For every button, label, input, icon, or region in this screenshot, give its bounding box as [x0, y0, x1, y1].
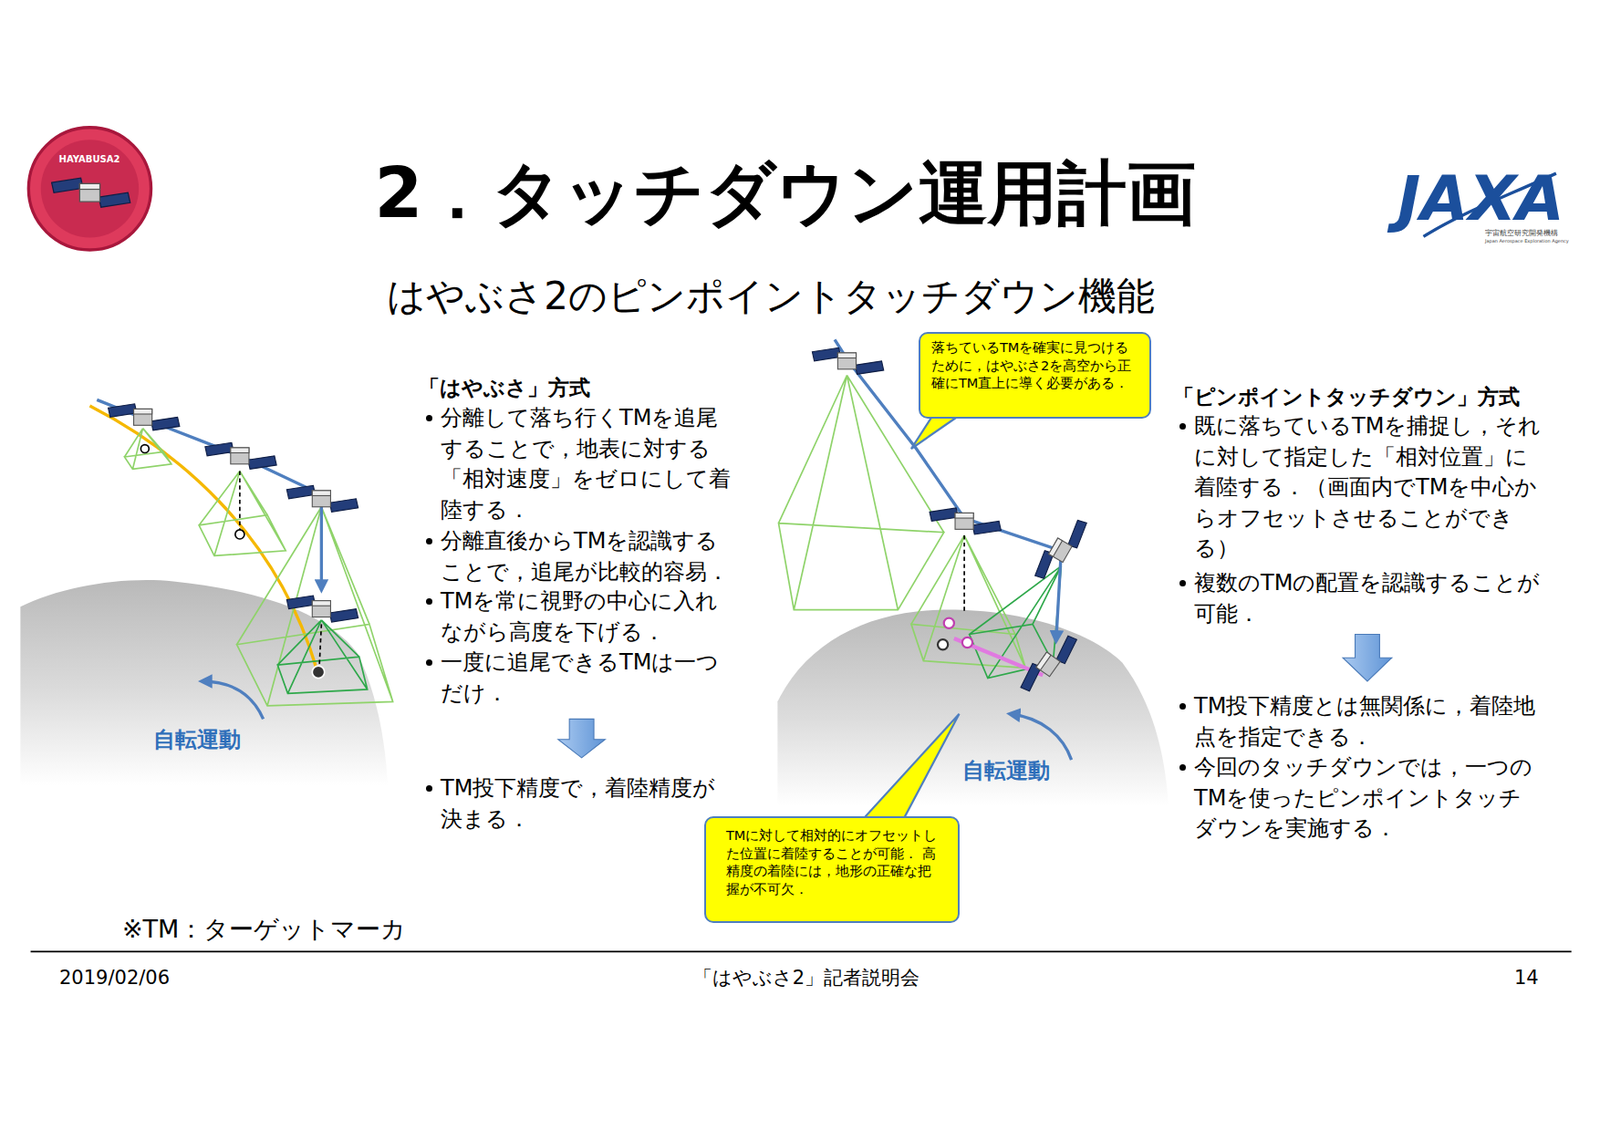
bullet-dot [1179, 764, 1186, 771]
section-heading: 「ピンポイントタッチダウン」方式 [1173, 382, 1557, 412]
spacecraft [286, 595, 358, 623]
bullet-text: 一度に追尾できるTMは一つだけ． [440, 647, 735, 709]
target-marker [235, 529, 245, 540]
rotation-arrow [201, 681, 263, 719]
callout-text: TMに対して相対的にオフセットした位置に着陸することが可能． 高精度の着陸には，… [726, 827, 938, 899]
logo-text: JAXA [1397, 155, 1565, 242]
bullet-dot [1179, 703, 1186, 710]
line-of-sight [239, 471, 322, 665]
camera-field [124, 428, 171, 470]
logo-text: HAYABUSA2 [43, 153, 136, 167]
result-arrow [1342, 634, 1393, 682]
bullet-text: 分離して落ち行くTMを追尾することで，地表に対する「相対速度」をゼロにして着陸す… [440, 403, 735, 526]
bullet-dot [1179, 423, 1186, 430]
callout-pointer [911, 414, 962, 449]
spacecraft [1017, 626, 1081, 701]
result-arrow [558, 718, 605, 758]
bullet-text: TM投下精度で，着陸精度が決まる． [440, 773, 735, 835]
spacecraft [205, 442, 277, 469]
spacecraft [286, 485, 358, 512]
logo-spacecraft [51, 177, 131, 208]
page-number: 14 [1514, 965, 1539, 992]
spacecraft [1031, 511, 1091, 587]
spacecraft [811, 347, 884, 375]
footer-rule [31, 950, 1572, 953]
mission-logo-inner [41, 139, 139, 238]
rotation-label: 自転運動 [962, 756, 1050, 788]
footer-date: 2019/02/06 [59, 965, 170, 992]
target-marker [944, 618, 955, 629]
bullet-text: 複数のTMの配置を認識することが可能． [1194, 568, 1543, 630]
bullet-dot [425, 598, 433, 605]
callout-text: 落ちているTMを確実に見つけるために，はやぶさ2を高空から正確にTM直上に導く必… [931, 339, 1139, 394]
bullet-text: TM投下精度とは無関係に，着陸地点を指定できる． [1194, 691, 1543, 753]
asteroid-surface [20, 580, 388, 786]
spacecraft [929, 508, 1001, 535]
footnote: ※TM：ターゲットマーカ [122, 912, 406, 947]
mission-logo [28, 127, 151, 250]
slide-title: 2．タッチダウン運用計画 [329, 151, 1242, 235]
target-marker [937, 639, 948, 650]
camera-field [237, 507, 394, 707]
camera-field [198, 471, 286, 557]
bullet-dot [1179, 580, 1186, 587]
bullet-dot [425, 538, 433, 545]
bullet-dot [425, 785, 433, 792]
callout-pointer [862, 714, 959, 821]
asteroid-surface [777, 610, 1168, 807]
bullet-dot [425, 415, 433, 422]
camera-field [277, 620, 367, 695]
section-heading: 「はやぶさ」方式 [418, 373, 748, 403]
rotation-arrow [1009, 714, 1071, 760]
bullet-text: 今回のタッチダウンでは，一つのTMを使ったピンポイントタッチダウンを実施する． [1194, 752, 1543, 845]
marker-fall-path [89, 405, 316, 668]
callout-box: 落ちているTMを確実に見つけるために，はやぶさ2を高空から正確にTM直上に導く必… [918, 332, 1152, 419]
logo-subtext: 宇宙航空研究開発機構 [1485, 228, 1559, 239]
callout-box: TMに対して相対的にオフセットした位置に着陸することが可能． 高精度の着陸には，… [704, 816, 960, 924]
line-of-sight [963, 535, 966, 613]
footer-event: 「はやぶさ2」記者説明会 [578, 965, 1035, 992]
bullet-dot [425, 659, 433, 666]
logo-subtext: Japan Aerospace Exploration Agency [1485, 238, 1569, 245]
target-marker [311, 665, 324, 678]
bullet-text: 既に落ちているTMを捕捉し，それに対して指定した「相対位置」に着陸する．（画面内… [1194, 411, 1543, 565]
rotation-label: 自転運動 [153, 725, 241, 757]
bullet-text: TMを常に視野の中心に入れながら高度を下げる． [440, 586, 735, 648]
bullet-text: 分離直後からTMを認識することで，追尾が比較的容易． [440, 526, 735, 588]
spacecraft [108, 404, 180, 431]
target-marker [962, 637, 973, 648]
subtitle: はやぶさ2のピンポイントタッチダウン機能 [314, 270, 1227, 324]
target-marker [140, 445, 149, 454]
